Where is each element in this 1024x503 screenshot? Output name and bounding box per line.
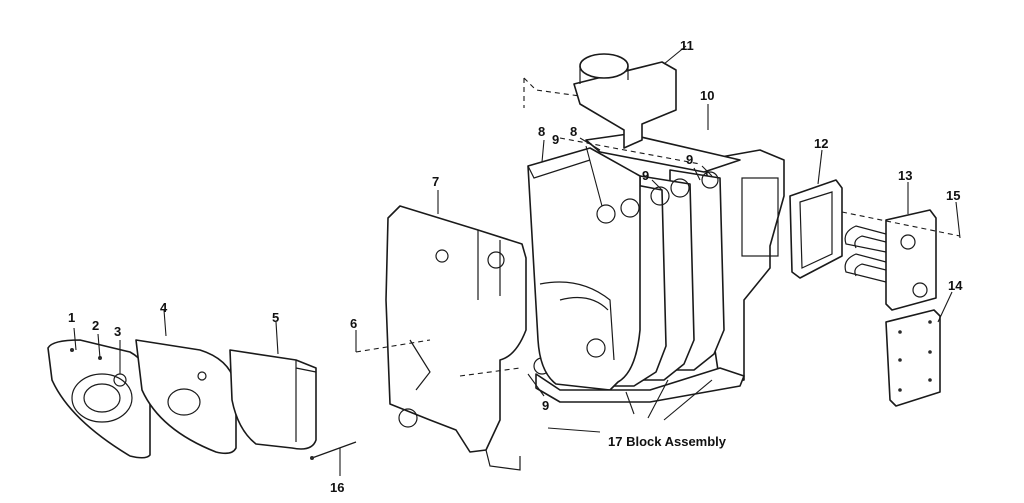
label-part-3: 3 [114, 324, 121, 339]
cover-part-5 [229, 349, 317, 450]
label-part-14: 14 [948, 278, 963, 293]
label-part-9-mid: 9 [642, 168, 649, 183]
heating-element-part-13 [844, 209, 937, 311]
label-part-9-bottom: 9 [542, 398, 549, 413]
label-part-7: 7 [432, 174, 439, 189]
label-part-12: 12 [814, 136, 828, 151]
label-part-11: 11 [680, 38, 694, 53]
gasket-part-4 [135, 339, 237, 455]
label-part-5: 5 [272, 310, 279, 325]
front-section-part-7 [385, 205, 551, 471]
top-hood-part-11 [573, 53, 677, 149]
label-block-assembly: 17 Block Assembly [608, 434, 727, 449]
label-part-16: 16 [330, 480, 344, 495]
label-part-8-right: 8 [570, 124, 577, 139]
label-part-13: 13 [898, 168, 912, 183]
label-part-10: 10 [700, 88, 714, 103]
label-part-6: 6 [350, 316, 357, 331]
label-part-2: 2 [92, 318, 99, 333]
label-part-15: 15 [946, 188, 960, 203]
tie-rod-part-16 [310, 441, 357, 460]
part-labels: 1 2 3 4 5 6 7 8 8 9 9 9 9 10 11 12 13 14… [68, 38, 963, 495]
leader-lines [73, 45, 961, 476]
block-assembly [527, 133, 785, 403]
label-part-9-right: 9 [686, 152, 693, 167]
cover-plate-part-14 [885, 309, 941, 407]
label-part-4: 4 [160, 300, 168, 315]
gasket-frame-part-12 [789, 179, 843, 279]
assembly-centerlines [355, 77, 961, 377]
label-part-9-top: 9 [552, 132, 559, 147]
label-part-8-left: 8 [538, 124, 545, 139]
label-part-1: 1 [68, 310, 75, 325]
front-cover-plate [47, 339, 151, 459]
